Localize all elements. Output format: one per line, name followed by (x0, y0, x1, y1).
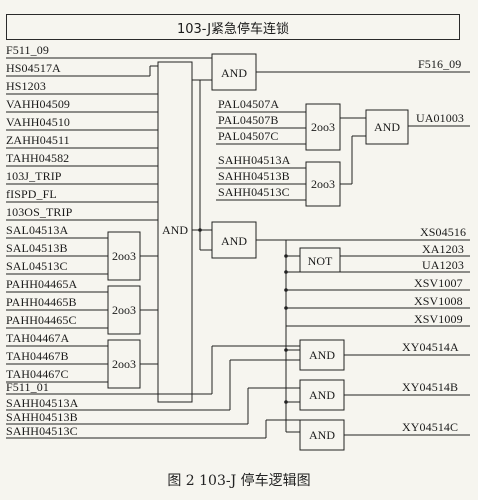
pahh-2oo3-gate (107, 285, 141, 335)
pal-label: PAL04507C (218, 129, 279, 143)
not-gate (299, 247, 341, 273)
tah-2oo3-gate (107, 339, 141, 389)
input-label: fISPD_FL (6, 187, 57, 201)
mid-and-label: AND (221, 234, 247, 248)
ua-and-gate (365, 109, 409, 145)
input-label: TAHH04582 (6, 151, 70, 165)
output-list-label: XSV1009 (414, 312, 463, 326)
input-label: SAHH04513B (6, 410, 78, 424)
figure-caption: 图 2 103-J 停车逻辑图 (167, 473, 311, 489)
sahh-label: SAHH04513B (218, 169, 290, 183)
input-label: TAH04467A (6, 331, 70, 345)
pal-2oo3-gate (305, 103, 341, 151)
input-label: SAHH04513A (6, 396, 79, 410)
output-xy-label: XY04514A (402, 340, 459, 354)
input-label: SAL04513C (6, 259, 68, 273)
input-label: ZAHH04511 (6, 133, 70, 147)
output-xy-label: XY04514C (402, 420, 459, 434)
xy-and-label-a: AND (309, 348, 335, 362)
input-label: PAHH04465B (6, 295, 77, 309)
sal-2oo3-gate (107, 231, 141, 281)
xy-and-label-b: AND (309, 388, 335, 402)
input-label: VAHH04509 (6, 97, 71, 111)
output-list-label: XS04516 (420, 225, 467, 239)
input-label: TAH04467B (6, 349, 69, 363)
top-and-label: AND (221, 66, 247, 80)
input-label: PAHH04465C (6, 313, 77, 327)
pal-label: PAL04507A (218, 97, 280, 111)
input-label: VAHH04510 (6, 115, 71, 129)
input-label: F511_01 (6, 380, 49, 394)
sal-vote-label: 2oo3 (112, 249, 136, 263)
input-label: HS04517A (6, 61, 61, 75)
diagram-title: 103-J紧急停车连锁 (6, 14, 460, 40)
not-label: NOT (308, 254, 333, 268)
pahh-vote-label: 2oo3 (112, 303, 136, 317)
output-ua01003-label: UA01003 (416, 111, 465, 125)
xy-and-gate-c (299, 419, 345, 451)
input-label: HS1203 (6, 79, 46, 93)
sahh-label: SAHH04513A (218, 153, 291, 167)
input-label: SAHH04513C (6, 424, 78, 438)
output-list-label: UA1203 (422, 258, 464, 272)
input-label: TAH04467C (6, 367, 69, 381)
output-list-label: XSV1008 (414, 294, 463, 308)
big-and-label: AND (162, 223, 188, 237)
ua-and-label: AND (374, 120, 400, 134)
input-label: SAL04513A (6, 223, 69, 237)
input-label: SAL04513B (6, 241, 68, 255)
big-and-gate (157, 61, 193, 403)
xy-and-gate-b (299, 379, 345, 411)
pal-vote-label: 2oo3 (311, 120, 335, 134)
output-list-label: XSV1007 (414, 276, 463, 290)
input-label: 103J_TRIP (6, 169, 62, 183)
xy-and-label-c: AND (309, 428, 335, 442)
input-label: 103OS_TRIP (6, 205, 73, 219)
input-label: PAHH04465A (6, 277, 78, 291)
sahh-2oo3-gate (305, 161, 341, 207)
output-f516-label: F516_09 (418, 57, 462, 71)
sahh-label: SAHH04513C (218, 185, 290, 199)
sahh-vote-label: 2oo3 (311, 177, 335, 191)
tah-vote-label: 2oo3 (112, 357, 136, 371)
output-xy-label: XY04514B (402, 380, 459, 394)
output-list-label: XA1203 (422, 242, 464, 256)
pal-label: PAL04507B (218, 113, 279, 127)
input-label: F511_09 (6, 43, 49, 57)
